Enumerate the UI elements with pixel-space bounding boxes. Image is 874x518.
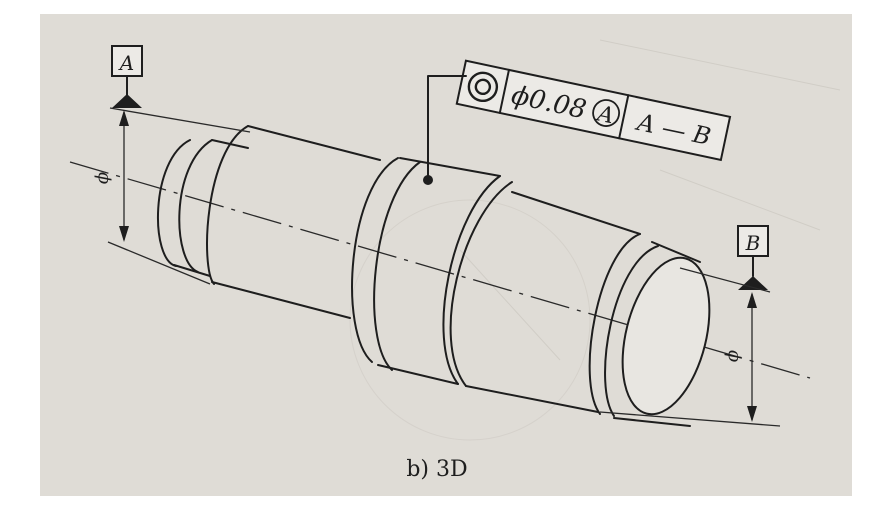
datum-b-arrow-top <box>747 292 757 308</box>
datum-a-box <box>111 45 143 77</box>
fcf-modifier-letter: A <box>593 101 616 129</box>
paper-sheet <box>40 14 852 496</box>
feature-control-frame: ϕ0.08 A A — B <box>455 59 732 162</box>
shaft-3d <box>157 125 711 427</box>
datum-a-extension-top <box>109 107 251 133</box>
datum-b-box <box>737 225 769 257</box>
datum-b-triangle <box>738 276 768 290</box>
datum-b-extension-bottom <box>599 411 781 427</box>
fcf-modifier: A <box>592 99 621 129</box>
concentricity-icon <box>467 71 499 103</box>
datum-b-extension-top <box>679 267 771 293</box>
datum-b <box>599 225 781 427</box>
datum-a-arrow-top <box>119 110 129 126</box>
datum-a-extension-bottom <box>107 241 211 285</box>
datum-b-arrow-bottom <box>747 406 757 422</box>
background-bleed <box>349 39 841 441</box>
datum-a-triangle <box>112 94 142 108</box>
diameter-mark-right: ϕ <box>722 350 743 362</box>
datum-b-label: B <box>745 231 761 255</box>
fcf-divider-2 <box>618 94 630 140</box>
shaft-end-face <box>621 256 711 416</box>
figure-caption: b) 3D <box>406 457 467 482</box>
datum-a <box>107 45 251 285</box>
diameter-mark-left: ϕ <box>92 172 113 184</box>
datum-a-label: A <box>118 51 134 75</box>
fcf-divider-1 <box>498 68 510 114</box>
datum-a-arrow-bottom <box>119 226 129 242</box>
center-axis-line <box>69 161 811 379</box>
leader-dot <box>423 175 433 185</box>
fcf-leader <box>423 75 467 185</box>
